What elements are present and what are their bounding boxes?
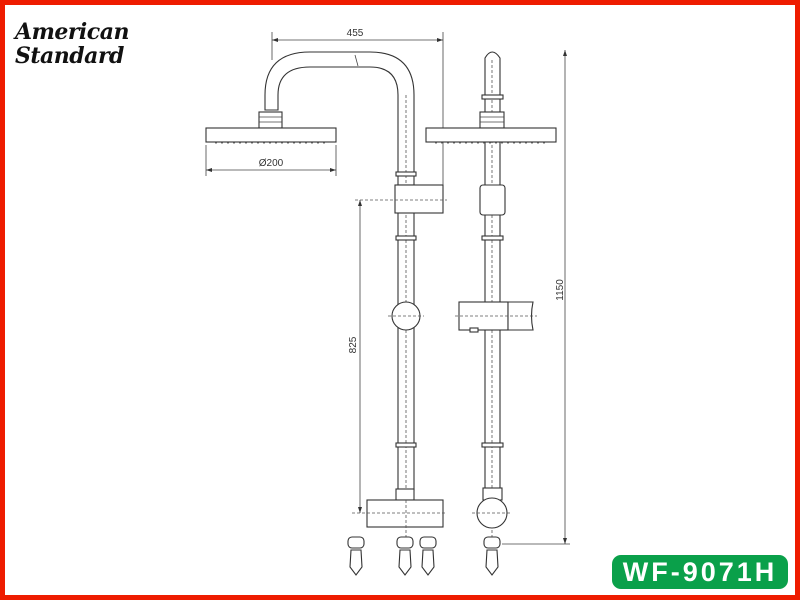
dim-200: Ø200 <box>259 158 284 169</box>
hose-fittings <box>347 536 437 576</box>
american-standard-logo: American Standard <box>15 20 129 68</box>
logo-line-2: Standard <box>15 43 124 69</box>
dim-1150: 1150 <box>555 279 566 301</box>
side-view: 1150 <box>425 50 570 576</box>
dim-825: 825 <box>348 336 359 353</box>
dim-455: 455 <box>347 28 364 39</box>
mixer-body <box>366 499 444 528</box>
model-badge: WF-9071H <box>612 555 788 589</box>
logo-line-1: American <box>15 19 129 45</box>
head-nut <box>258 111 283 129</box>
shower-head-side <box>425 127 557 143</box>
side-bracket <box>479 184 506 216</box>
shower-arm <box>264 51 415 186</box>
front-view: 455 Ø200 825 <box>205 28 447 576</box>
side-riser <box>484 51 501 501</box>
shower-head-front <box>205 127 337 143</box>
wall-bracket <box>394 184 444 214</box>
